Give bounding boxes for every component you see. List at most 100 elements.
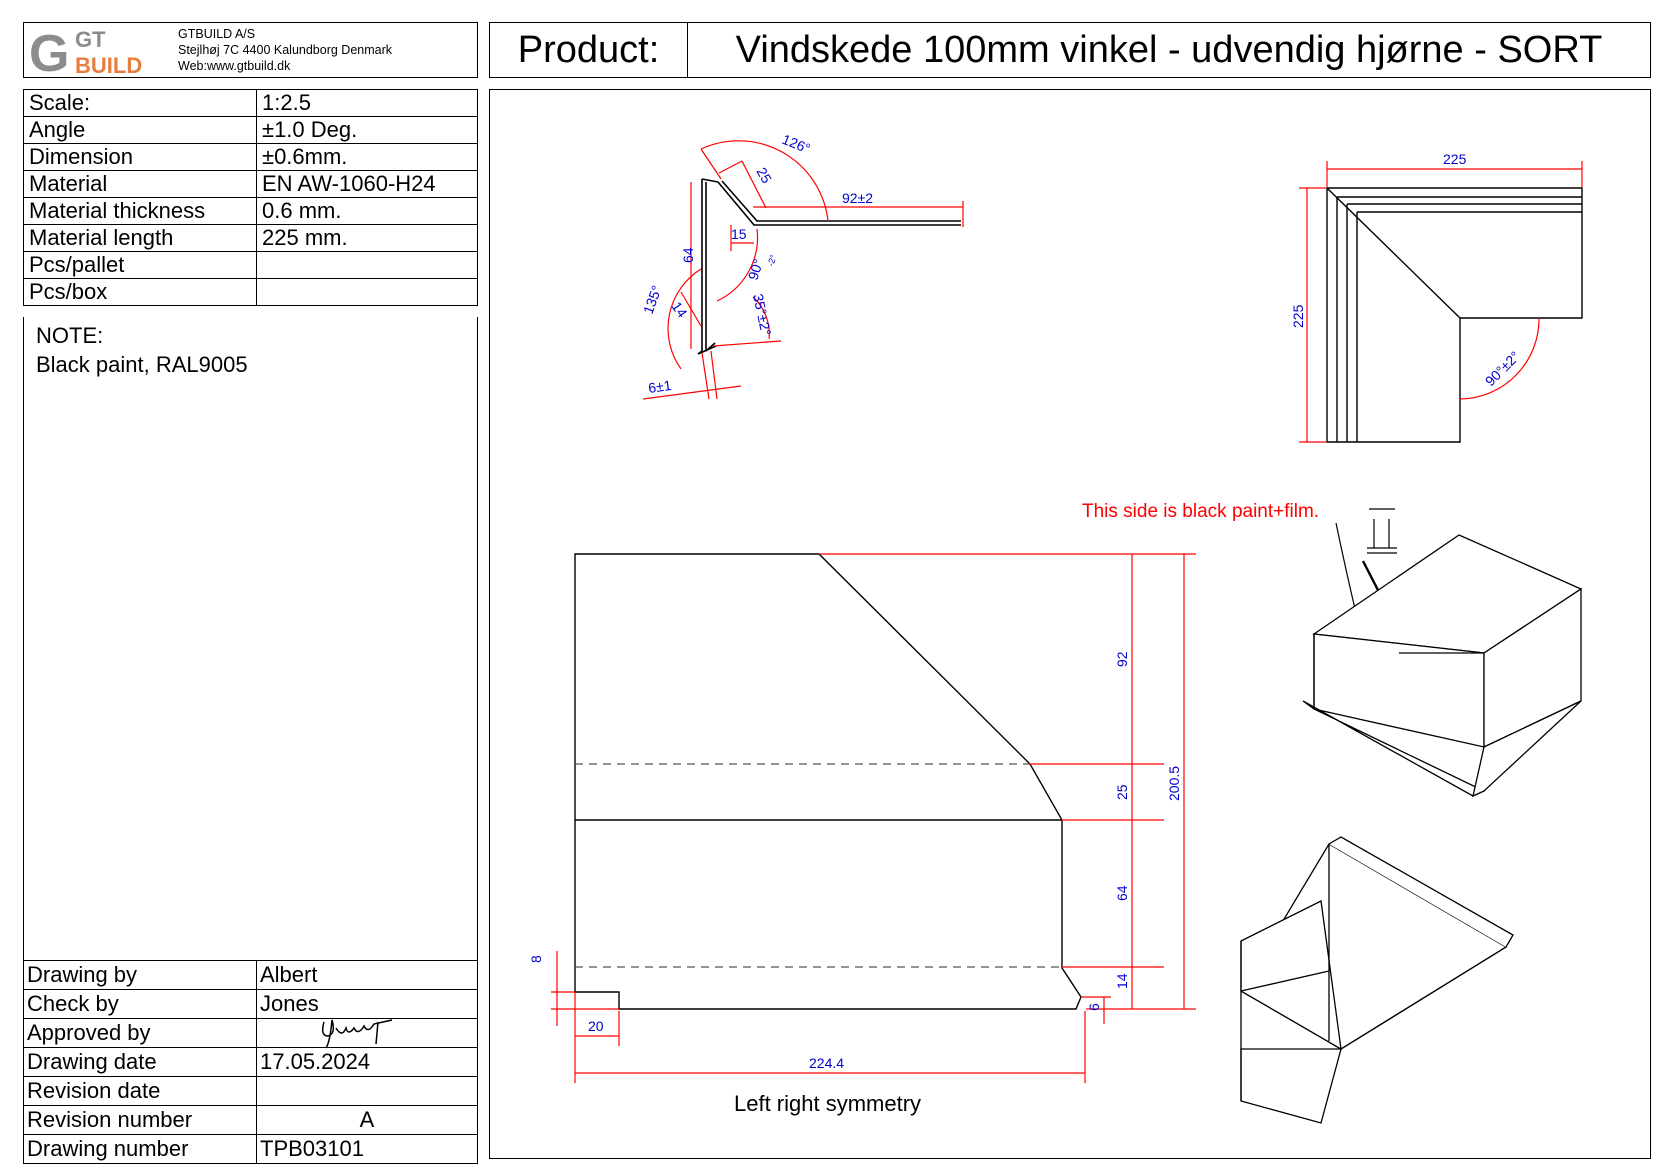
info-label: Drawing number [23, 1134, 257, 1164]
company-header: G GT BUILD GTBUILD A/S Stejlhøj 7C 4400 … [23, 22, 478, 78]
spec-label: Scale: [23, 89, 257, 117]
label-25: 25 [753, 165, 775, 187]
company-info: GTBUILD A/S Stejlhøj 7C 4400 Kalundborg … [178, 26, 392, 74]
logo-build-text: BUILD [75, 53, 142, 77]
film-leader [1335, 522, 1357, 614]
iso2-crease [1240, 970, 1330, 992]
iso-view-bottom [1240, 836, 1514, 1124]
view-direction-symbol [1367, 508, 1397, 554]
ext-126-a [700, 148, 722, 180]
iso2-hem [1328, 836, 1514, 948]
arc-90 [716, 228, 759, 302]
spec-value [256, 251, 478, 279]
ext-6-a [701, 352, 710, 400]
flat-bend-lines [575, 763, 1062, 968]
info-label: Revision number [23, 1105, 257, 1135]
ext-6-b [710, 350, 718, 400]
flat-dims [551, 553, 1196, 1083]
spec-label: Pcs/box [23, 278, 257, 306]
logo-g: G [29, 25, 69, 77]
company-address: Stejlhøj 7C 4400 Kalundborg Denmark [178, 43, 393, 57]
iso-top-shape [1302, 534, 1583, 798]
spec-label: Material thickness [23, 197, 257, 225]
dim-25-b [741, 160, 767, 209]
info-value [256, 1076, 478, 1106]
info-value: Albert [256, 960, 478, 990]
gtbuild-logo: G GT BUILD [29, 25, 142, 77]
flat-outline [574, 553, 1082, 1010]
flat-pattern: 92 25 200.5 64 14 6 8 20 224.4 Left righ… [528, 553, 1196, 1116]
iso1-front-face [1313, 633, 1485, 748]
info-value: TPB03101 [256, 1134, 478, 1164]
label-flat-20: 20 [588, 1018, 604, 1034]
dim-14 [680, 291, 702, 327]
spec-value: 225 mm. [256, 224, 478, 252]
ext-35 [712, 340, 782, 347]
label-92: 92±2 [842, 190, 873, 206]
approval-signature [321, 1019, 393, 1049]
note-text: Black paint, RAL9005 [36, 352, 248, 377]
label-top-225-h: 225 [1443, 151, 1467, 167]
arc-126 [700, 140, 829, 222]
label-flat-14: 14 [1114, 973, 1130, 989]
dim-6 [642, 385, 742, 400]
product-label: Product: [490, 23, 688, 77]
label-135: 135° [640, 283, 665, 316]
profile-inner [721, 180, 961, 222]
label-flat-224: 224.4 [809, 1055, 844, 1071]
info-value: Jones [256, 989, 478, 1019]
info-label: Drawing by [23, 960, 257, 990]
info-label: Approved by [23, 1018, 257, 1048]
label-flat-6: 6 [1086, 1003, 1102, 1011]
spec-row: Angle±1.0 Deg. [23, 116, 478, 144]
label-flat-200: 200.5 [1166, 766, 1182, 801]
label-15: 15 [731, 226, 747, 242]
top-miter [1326, 187, 1461, 319]
profile-hem [697, 345, 717, 355]
label-90-tol: -2° [765, 253, 778, 268]
technical-drawing: 126° 25 92±2 15 64 90° -2° 135° 14 35°±2… [528, 131, 1583, 1124]
symmetry-note: Left right symmetry [734, 1091, 921, 1116]
note-heading: NOTE: [36, 323, 104, 348]
label-top-225-v: 225 [1290, 304, 1306, 328]
info-value: A [256, 1105, 478, 1135]
arc-top-90 [1459, 317, 1540, 400]
spec-row: Pcs/pallet [23, 251, 478, 279]
company-name: GTBUILD A/S [178, 27, 256, 41]
label-flat-92: 92 [1114, 651, 1130, 667]
flat-outline-main [574, 553, 1082, 1010]
profile-dim-lines [642, 140, 964, 400]
info-value [256, 1018, 478, 1048]
profile-hem-inner [705, 342, 716, 352]
flat-dim-labels: 92 25 200.5 64 14 6 8 20 224.4 [528, 651, 1182, 1071]
label-64: 64 [680, 247, 696, 263]
spec-value [256, 278, 478, 306]
label-top-90: 90°±2° [1482, 348, 1523, 389]
top-view-labels: 225 225 90°±2° [1290, 151, 1523, 389]
info-label: Check by [23, 989, 257, 1019]
product-name: Vindskede 100mm vinkel - udvendig hjørne… [735, 28, 1603, 71]
spec-value: ±0.6mm. [256, 143, 478, 171]
film-note: This side is black paint+film. [1082, 501, 1319, 522]
spec-label: Material [23, 170, 257, 198]
spec-label: Dimension [23, 143, 257, 171]
note-section: NOTE: Black paint, RAL9005 [23, 317, 478, 961]
spec-row: Dimension±0.6mm. [23, 143, 478, 171]
label-90: 90° [745, 257, 767, 282]
product-title-bar: Product: Vindskede 100mm vinkel - udvend… [489, 22, 1651, 78]
iso-view-top: This side is black paint+film. [1082, 501, 1583, 798]
top-view: 225 225 90°±2° [1290, 151, 1583, 443]
info-row: Revision date [23, 1076, 478, 1106]
profile-top-cap [701, 178, 719, 183]
spec-label: Material length [23, 224, 257, 252]
top-view-dims [1299, 161, 1583, 443]
spec-row: Scale:1:2.5 [23, 89, 478, 117]
